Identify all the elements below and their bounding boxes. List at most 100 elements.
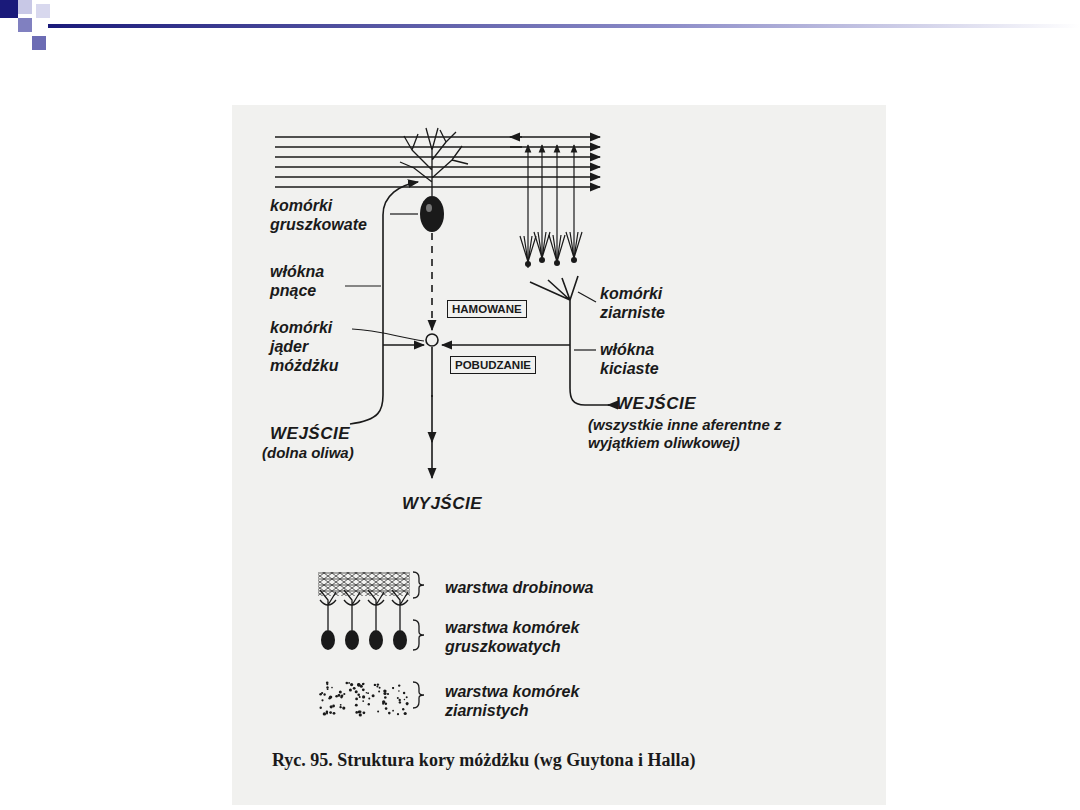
granule-dot [346,682,349,685]
granule-dot [385,707,388,710]
granule-dot [326,713,328,715]
granule-dot [368,703,370,705]
granule-dot [374,684,376,686]
granule-dot [353,687,356,690]
signal-box: POBUDZANIE [450,356,536,374]
granule-dot [340,704,342,706]
granule-dot [362,700,364,702]
granule-dot [362,688,365,691]
granule-dot [342,707,345,710]
figure-label: komórki gruszkowate [270,196,410,234]
granule-dot [366,692,368,694]
granule-dot [402,708,404,710]
granule-dot [362,683,364,685]
granule-dot [372,694,375,697]
granule-dot [323,712,326,715]
granule-dot [406,696,408,698]
output-axon [431,347,433,478]
granule-dot [384,696,387,699]
granule-dot [319,693,322,696]
granule-dot [357,683,360,686]
figure-label: warstwa komórek ziarnistych [445,682,635,720]
granule-dot [368,698,370,700]
granule-dot [327,688,329,690]
granule-dot [362,683,364,685]
granule-dot [326,683,328,685]
granule-dot [320,707,322,709]
granule-dot [406,704,408,706]
granule-dot [403,692,405,694]
granule-dot [355,698,358,701]
granule-dot [392,710,394,712]
layer-illustration [318,572,424,717]
granule-dot [333,712,336,715]
granule-dot [348,682,350,684]
granule-dot [339,691,342,694]
granule-dot [331,687,333,689]
granule-dot [376,686,378,688]
granule-dot [355,711,358,714]
granule-dot [357,694,360,697]
granule-dot [328,697,330,699]
granule-dot [349,688,352,691]
granule-dot [387,693,389,695]
figure-label: WEJŚCIE [270,424,390,443]
box-text: HAMOWANE [452,303,522,315]
granule-dot [321,699,323,701]
granule-dot [329,695,332,698]
granule-dot [382,700,385,703]
granule-dot [363,711,366,714]
figure-label: (dolna oliwa) [262,444,402,462]
granule-dot [388,712,391,715]
granule-dot [340,706,342,708]
figure-label: (wszystkie inne aferentne z wyjątkiem ol… [588,416,813,452]
box-text: POBUDZANIE [455,359,531,371]
granule-dot [397,697,399,699]
granule-dot [392,687,394,689]
granule-dot [367,692,369,694]
figure-label: komórki jąder móżdżku [270,318,356,375]
granule-dot [392,687,394,689]
granule-dot [355,690,358,693]
granule-dot [383,692,386,695]
granule-dot [330,705,333,708]
granule-dot [359,696,361,698]
granule-dot [339,706,341,708]
granule-dot [359,713,362,716]
granule-dot [399,701,401,703]
cells [420,196,577,346]
granule-dot [350,683,353,686]
figure-label: włókna kiciaste [600,340,700,378]
granule-dot [362,695,365,698]
granule-dot [406,702,409,705]
granule-dot [358,711,361,714]
figure-label: komórki ziarniste [600,284,710,322]
figure-label: warstwa komórek gruszkowatych [445,618,645,656]
figure-caption: Ryc. 95. Struktura kory móżdżku (wg Guyt… [272,750,695,771]
granule-dot [339,695,341,697]
signal-box: HAMOWANE [447,300,527,318]
granule-dot [397,713,399,715]
purkinje-dendrites [400,128,468,196]
granule-dot [341,694,344,697]
granule-dot [377,711,379,713]
granule-dot [404,699,406,701]
granule-dot [379,687,381,689]
granule-dot [329,711,332,714]
granule-dot [343,693,345,695]
granule-dot [404,712,407,715]
granule-dot [355,704,358,707]
figure-label: warstwa drobinowa [445,578,685,597]
granule-dot [398,690,400,692]
granule-dot [323,693,325,695]
granule-cells [520,145,582,268]
granule-dot [378,691,380,693]
granule-dot [398,684,400,686]
granule-dot [399,699,401,701]
figure-label: WYJŚCIE [402,494,522,513]
figure-label: WEJŚCIE [616,394,736,413]
figure-label: włókna pnące [270,262,370,300]
parallel-fibres [275,137,600,187]
granule-dot [377,683,379,685]
purkinje-axon [431,233,433,330]
